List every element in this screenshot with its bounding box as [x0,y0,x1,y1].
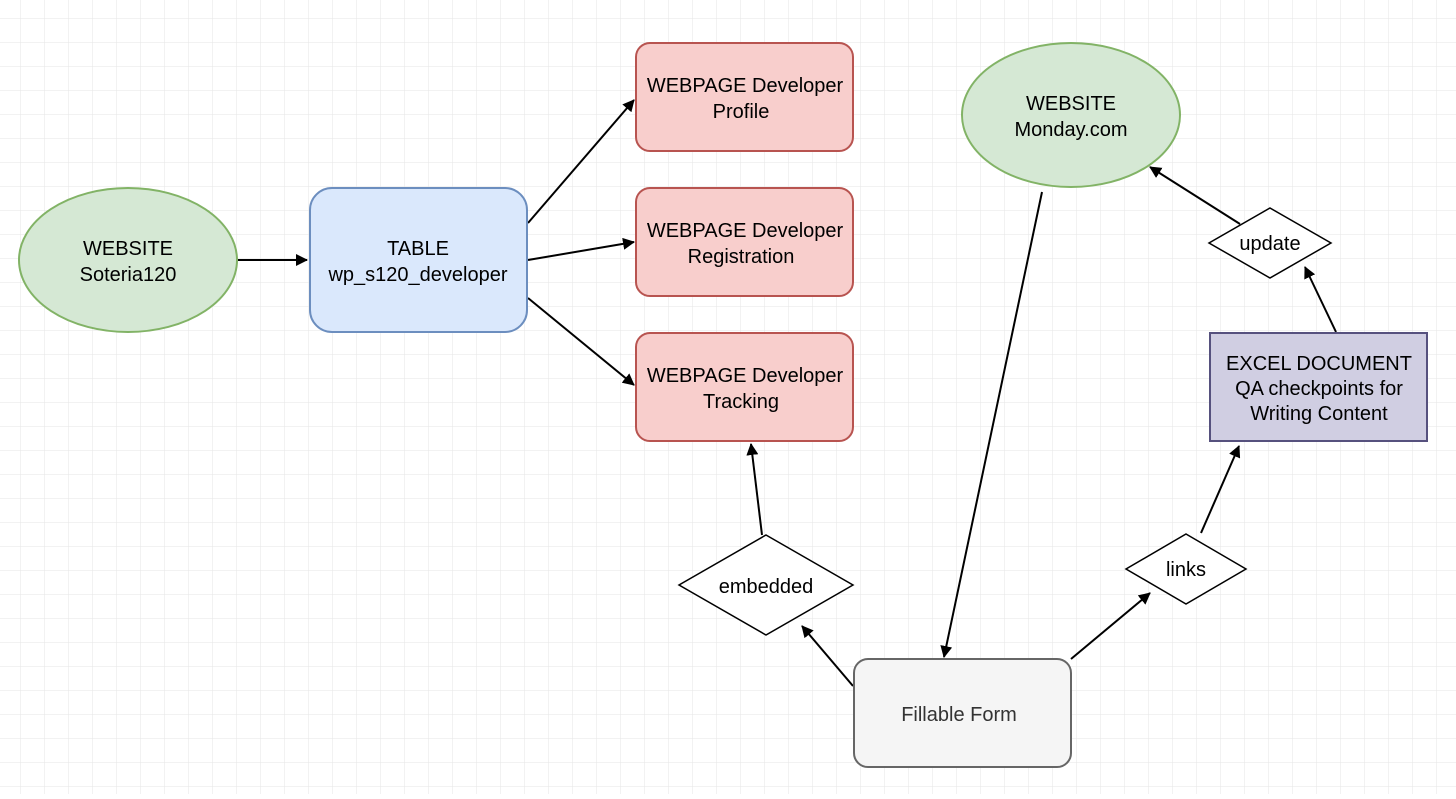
node-excel-document[interactable]: EXCEL DOCUMENT QA checkpoints for Writin… [1209,332,1428,442]
edge-table-to-registration[interactable] [527,237,635,261]
decision-links[interactable]: links [1124,533,1248,605]
node-website-soteria-line-1: WEBSITE [83,238,173,260]
edge-form-to-embedded[interactable] [801,625,854,687]
edge-monday-to-form[interactable] [940,191,1043,658]
node-website-monday-line-1: WEBSITE [1026,93,1116,115]
node-webpage-profile-line-1: WEBPAGE Developer [647,75,844,97]
node-website-monday[interactable]: WEBSITE Monday.com [961,42,1181,188]
decision-update[interactable]: update [1207,207,1333,279]
decision-update-label: update [1239,233,1300,255]
node-table-developer-line-1: TABLE [387,238,449,260]
edges [238,99,1337,687]
node-website-soteria-line-2: Soteria120 [80,264,177,286]
edge-links-to-excel[interactable] [1200,445,1241,534]
decision-embedded-label: embedded [719,576,814,598]
node-table-developer[interactable]: TABLE wp_s120_developer [309,187,528,333]
node-excel-document-line-1: EXCEL DOCUMENT [1226,353,1412,375]
edge-form-to-links[interactable] [1070,592,1151,660]
node-webpage-tracking-line-2: Tracking [703,391,779,413]
node-website-soteria[interactable]: WEBSITE Soteria120 [18,187,238,333]
node-fillable-form-line-1: Fillable Form [901,704,1017,726]
edge-table-to-tracking[interactable] [527,297,635,386]
node-webpage-registration-line-2: Registration [688,246,795,268]
node-webpage-profile[interactable]: WEBPAGE Developer Profile [635,42,854,152]
node-webpage-registration[interactable]: WEBPAGE Developer Registration [635,187,854,297]
decision-links-label: links [1166,559,1206,581]
edge-table-to-profile[interactable] [527,99,635,224]
node-webpage-tracking-line-1: WEBPAGE Developer [647,365,844,387]
node-website-monday-line-2: Monday.com [1014,119,1127,141]
decision-embedded[interactable]: embedded [677,534,855,636]
edge-update-to-monday[interactable] [1149,166,1241,225]
edge-excel-to-update[interactable] [1304,266,1337,333]
node-table-developer-line-2: wp_s120_developer [327,264,507,286]
node-fillable-form[interactable]: Fillable Form [853,658,1072,768]
node-webpage-tracking[interactable]: WEBPAGE Developer Tracking [635,332,854,442]
node-excel-document-line-3: Writing Content [1250,403,1388,425]
edge-embedded-to-tracking[interactable] [746,443,763,536]
node-excel-document-line-2: QA checkpoints for [1235,378,1403,400]
node-webpage-registration-line-1: WEBPAGE Developer [647,220,844,242]
node-webpage-profile-line-2: Profile [713,101,770,123]
